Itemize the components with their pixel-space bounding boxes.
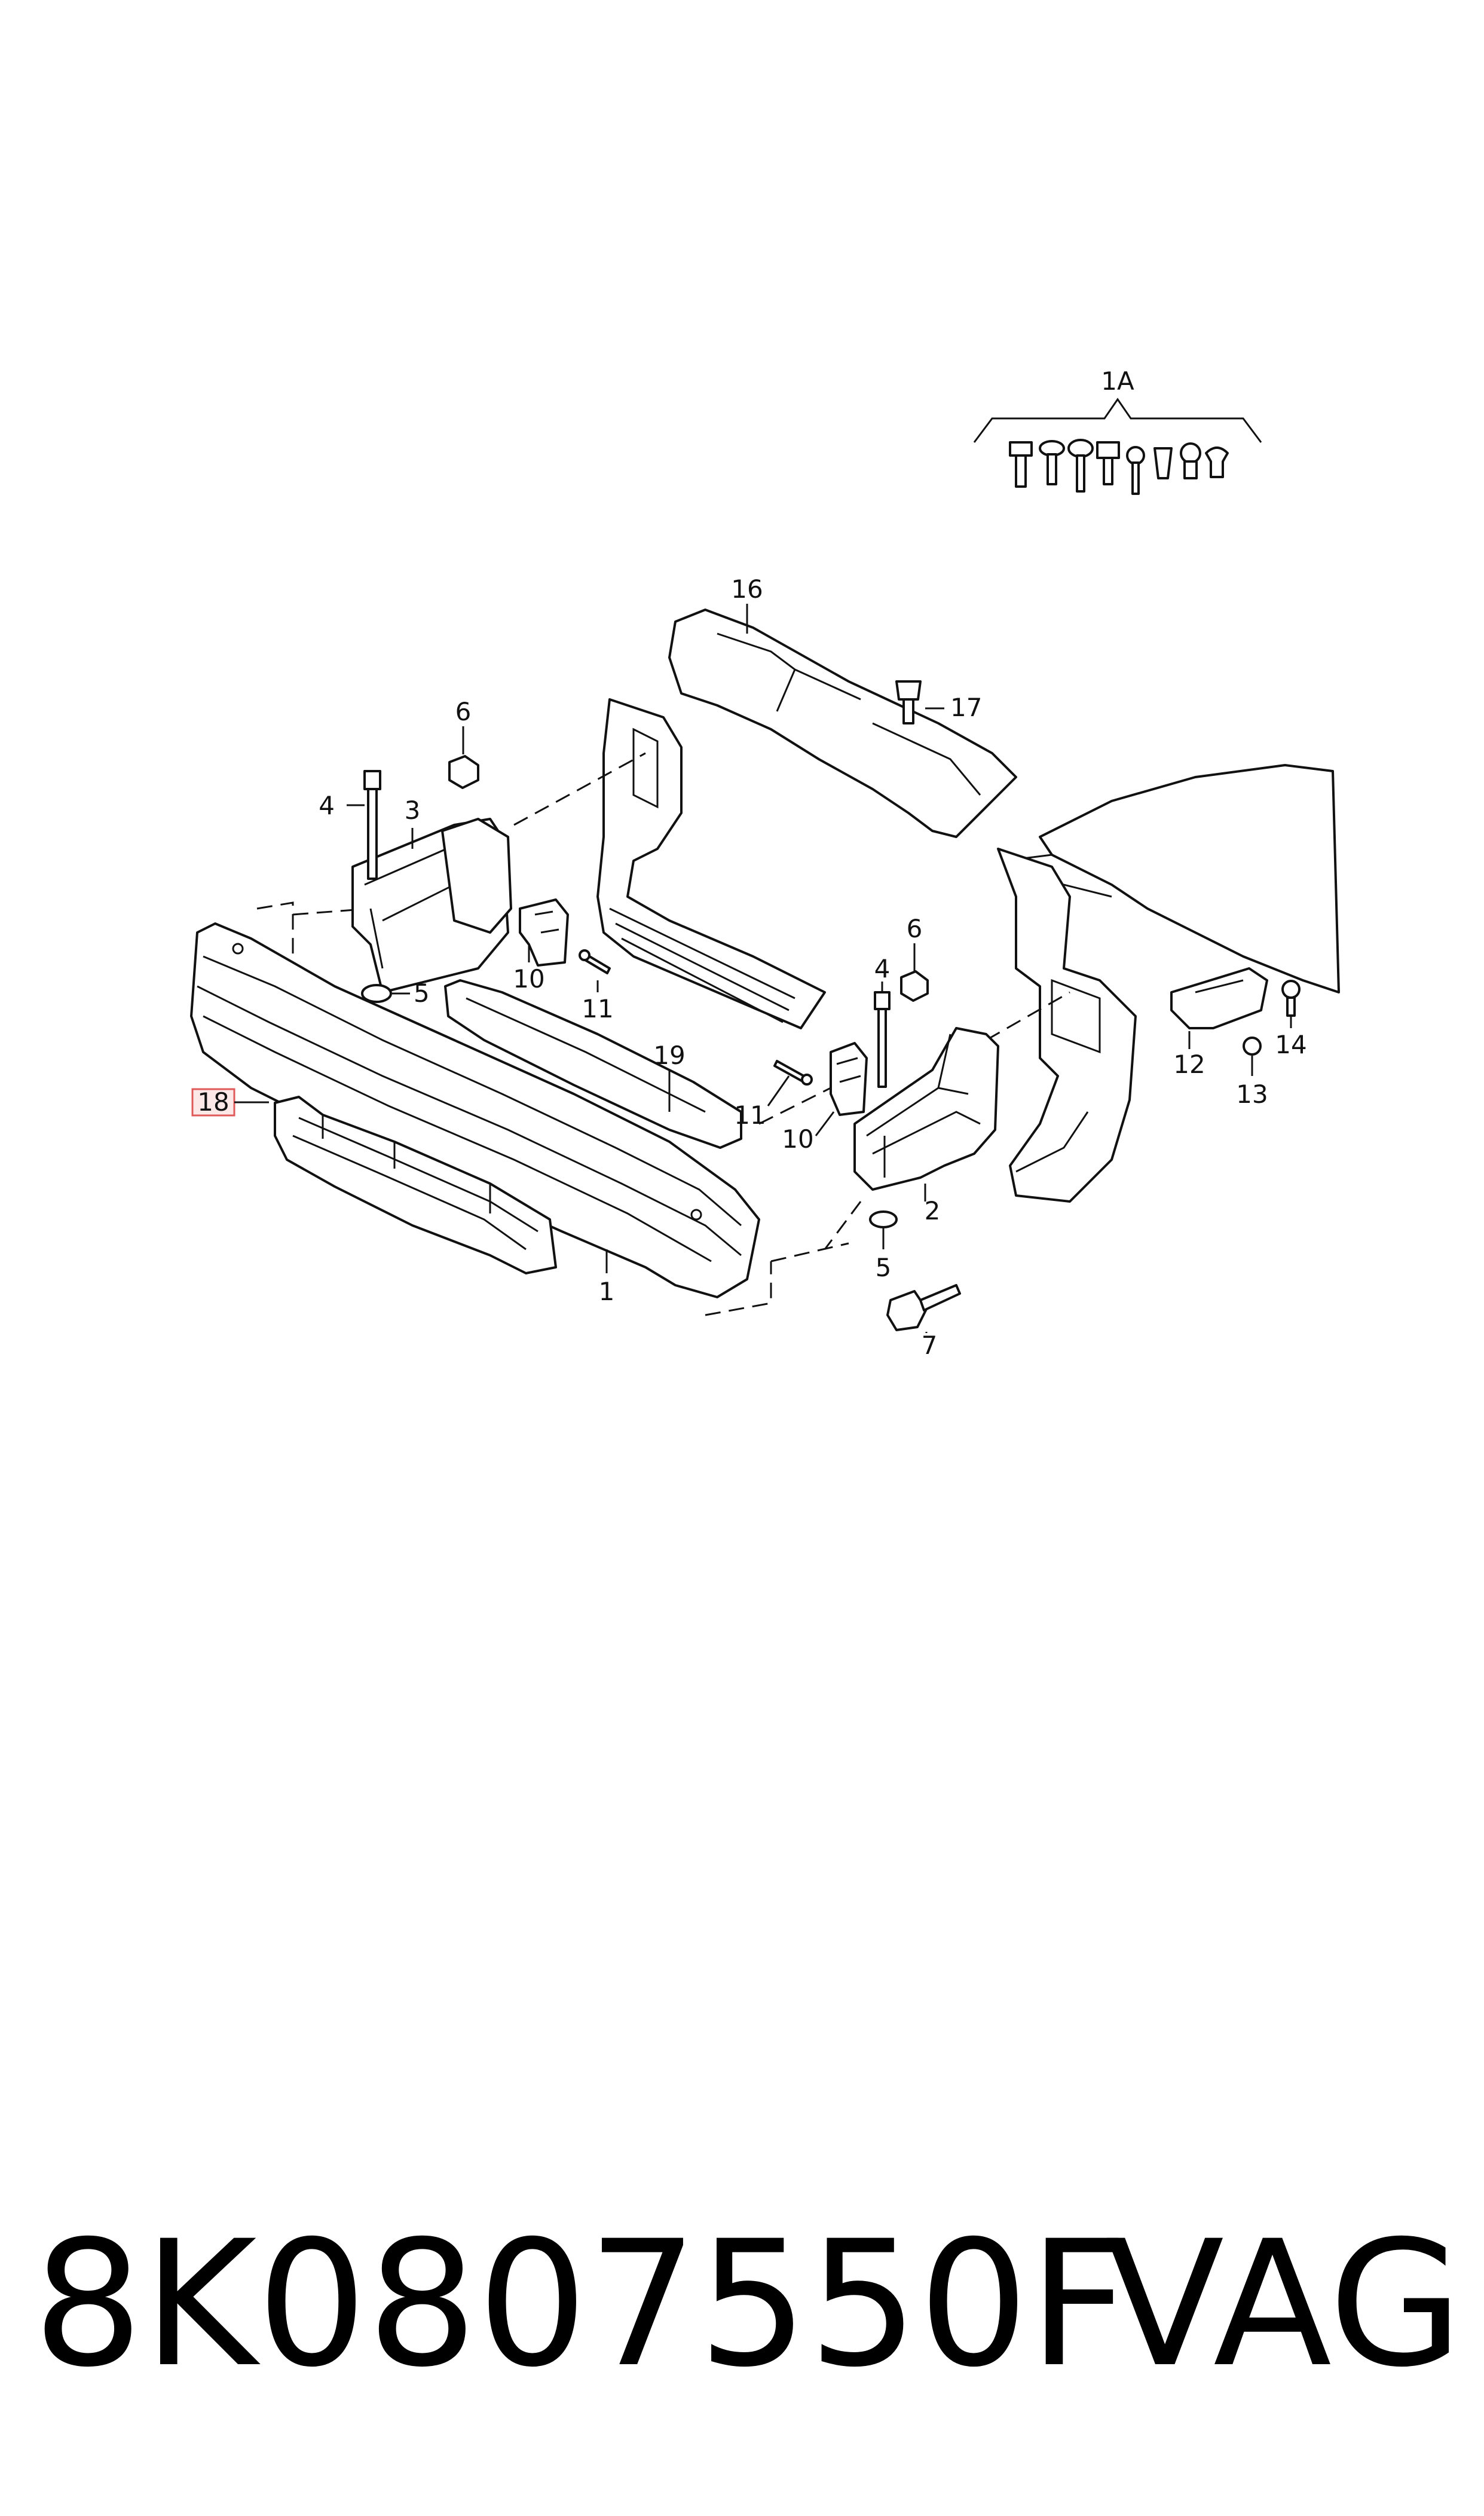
- guide-bracket-part-12: 12: [1170, 967, 1268, 1079]
- nut-right-part-6: 6: [900, 914, 929, 1002]
- callout-19: 19: [653, 1041, 685, 1070]
- bolt-left-part-4: 4: [319, 770, 381, 880]
- callout-18-highlight-box: [191, 1088, 235, 1117]
- callout-18: 18: [197, 1087, 229, 1117]
- callout-4b: 4: [874, 954, 891, 983]
- energy-absorber-part-18: 18: [191, 1087, 557, 1274]
- callout-10b: 10: [782, 1124, 813, 1154]
- callout-11a: 11: [582, 994, 613, 1023]
- crash-box-right-part-2: 2: [853, 1027, 999, 1225]
- callout-6a: 6: [455, 697, 472, 726]
- crash-box-left-part-3: 3: [351, 796, 512, 993]
- brand-text: VAG: [1106, 2204, 1463, 2405]
- pin-left-part-11: 11: [579, 949, 614, 1023]
- washer-right-part-5: 5: [869, 1210, 898, 1282]
- callout-3: 3: [405, 796, 421, 825]
- pin-right-part-11: 11: [734, 1060, 813, 1130]
- bracket-left-part-10: 10: [513, 898, 569, 993]
- callout-14: 14: [1275, 1030, 1306, 1059]
- kit-fasteners-icon: [1009, 439, 1229, 495]
- lock-carrier-frame-left: [596, 698, 826, 1029]
- part-number-text: 8K0807550F: [33, 2204, 1128, 2405]
- nut-part-13: 13: [1236, 1037, 1268, 1109]
- callout-4a: 4: [319, 791, 335, 820]
- leader-11b: [767, 1075, 790, 1106]
- leader-10b: [815, 1111, 835, 1136]
- callout-1A: 1A: [1101, 366, 1134, 396]
- nut-left-part-6: 6: [448, 697, 479, 789]
- bumper-carrier-part-1: 1: [190, 922, 760, 1306]
- callout-1: 1: [599, 1277, 615, 1306]
- callout-12: 12: [1173, 1050, 1205, 1079]
- callout-7: 7: [922, 1331, 938, 1360]
- callout-16: 16: [731, 574, 763, 604]
- bolt-right-part-4: 4: [874, 954, 891, 1088]
- washer-left-part-5: 5: [361, 979, 430, 1008]
- clip-part-17: 17: [895, 680, 982, 724]
- air-guide-upper-part: 16: [668, 574, 1017, 838]
- callout-5b: 5: [876, 1253, 892, 1282]
- callout-2: 2: [925, 1196, 941, 1225]
- callout-10a: 10: [513, 964, 544, 993]
- lock-carrier-frame-right: [997, 848, 1137, 1203]
- bracket-right-part-10: 10: [782, 1042, 868, 1154]
- bolt-part-7: 7: [886, 1284, 961, 1360]
- callout-17: 17: [950, 693, 982, 722]
- callout-6b: 6: [907, 914, 923, 943]
- hardware-kit-group: 1A: [973, 366, 1262, 495]
- kit-bracket-line: [973, 398, 1262, 443]
- callout-5a: 5: [414, 979, 430, 1008]
- screw-part-14: 14: [1275, 980, 1307, 1059]
- callout-11b: 11: [734, 1100, 766, 1130]
- callout-13: 13: [1236, 1080, 1268, 1109]
- absorber-strip-part-19: 19: [444, 979, 742, 1149]
